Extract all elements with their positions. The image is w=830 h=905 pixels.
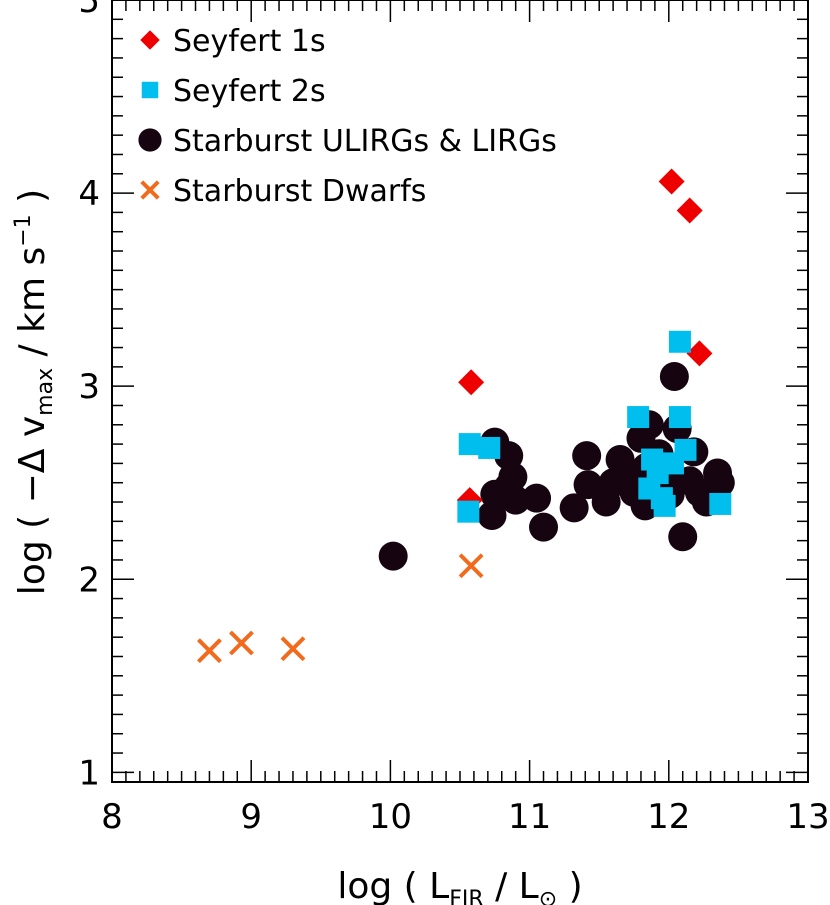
square-point — [668, 330, 691, 353]
circle-point — [477, 501, 507, 531]
square-point — [457, 500, 480, 523]
square-point — [668, 406, 691, 429]
square-point — [653, 494, 676, 517]
x-point — [458, 553, 484, 579]
diamond-point — [658, 168, 685, 195]
legend-x-marker — [140, 180, 160, 200]
square-point — [478, 436, 501, 459]
legend-label: Seyfert 1s — [173, 24, 326, 59]
legend-label: Starburst ULIRGs & LIRGs — [173, 124, 557, 159]
circle-point — [559, 493, 589, 523]
x-tick-label: 12 — [647, 797, 690, 837]
circle-point — [529, 512, 559, 542]
x-tick-label: 10 — [369, 797, 412, 837]
x-axis-label-mid: / L — [484, 866, 539, 905]
circle-point — [668, 522, 698, 552]
y-axis-label-subscript: max — [33, 368, 58, 416]
x-axis-label-end: ) — [557, 866, 583, 905]
y-tick-label: 4 — [78, 174, 100, 214]
y-tick-label: 5 — [78, 0, 100, 21]
y-tick-label: 3 — [78, 367, 100, 407]
square-point — [709, 492, 732, 515]
x-axis-label-main: log ( L — [337, 866, 449, 905]
circle-point — [573, 470, 603, 500]
circle-point — [705, 468, 735, 498]
x-point — [197, 638, 222, 664]
series-seyfert-2s — [457, 330, 732, 523]
y-axis-label-mid: / km s — [12, 247, 53, 368]
square-point — [627, 406, 650, 429]
diamond-point — [458, 369, 485, 396]
legend-label: Starburst Dwarfs — [173, 174, 426, 209]
plot-frame — [111, 0, 809, 783]
y-axis-label-end: ) — [12, 189, 53, 215]
x-axis-label-sun-symbol: ⊙ — [539, 887, 557, 905]
y-axis-label-superscript: −1 — [11, 214, 36, 246]
x-point — [280, 636, 306, 662]
legend-circle-marker — [138, 128, 162, 152]
legend: Seyfert 1s Seyfert 2s Starburst ULIRGs & L… — [138, 24, 557, 209]
y-tick-label: 2 — [78, 560, 100, 600]
x-point — [229, 630, 254, 656]
legend-label: Seyfert 2s — [173, 74, 326, 109]
diamond-point — [686, 340, 713, 367]
x-axis-label-subscript: FIR — [449, 887, 483, 905]
circle-point — [572, 441, 602, 471]
x-tick-label: 11 — [508, 797, 551, 837]
data-marks — [197, 168, 735, 664]
series-starburst-dwarfs — [197, 553, 484, 664]
legend-diamond-marker — [140, 30, 160, 50]
y-axis-label: log ( −Δ vmax / km s−1 ) — [11, 189, 58, 595]
circle-point — [498, 462, 528, 492]
diamond-point — [676, 197, 703, 224]
x-tick-label: 8 — [101, 797, 123, 837]
y-axis-label-main: log ( −Δ v — [12, 416, 53, 595]
x-axis-label: log ( LFIR / L⊙ ) — [337, 866, 582, 905]
y-tick-label: 1 — [78, 753, 100, 793]
circle-point — [659, 362, 689, 392]
square-point — [661, 452, 684, 475]
x-tick-label: 13 — [786, 797, 829, 837]
legend-square-marker — [141, 81, 159, 99]
circle-point — [501, 485, 531, 515]
square-point — [458, 433, 481, 456]
circle-point — [522, 483, 552, 513]
x-tick-label: 9 — [240, 797, 262, 837]
circle-point — [378, 541, 408, 571]
